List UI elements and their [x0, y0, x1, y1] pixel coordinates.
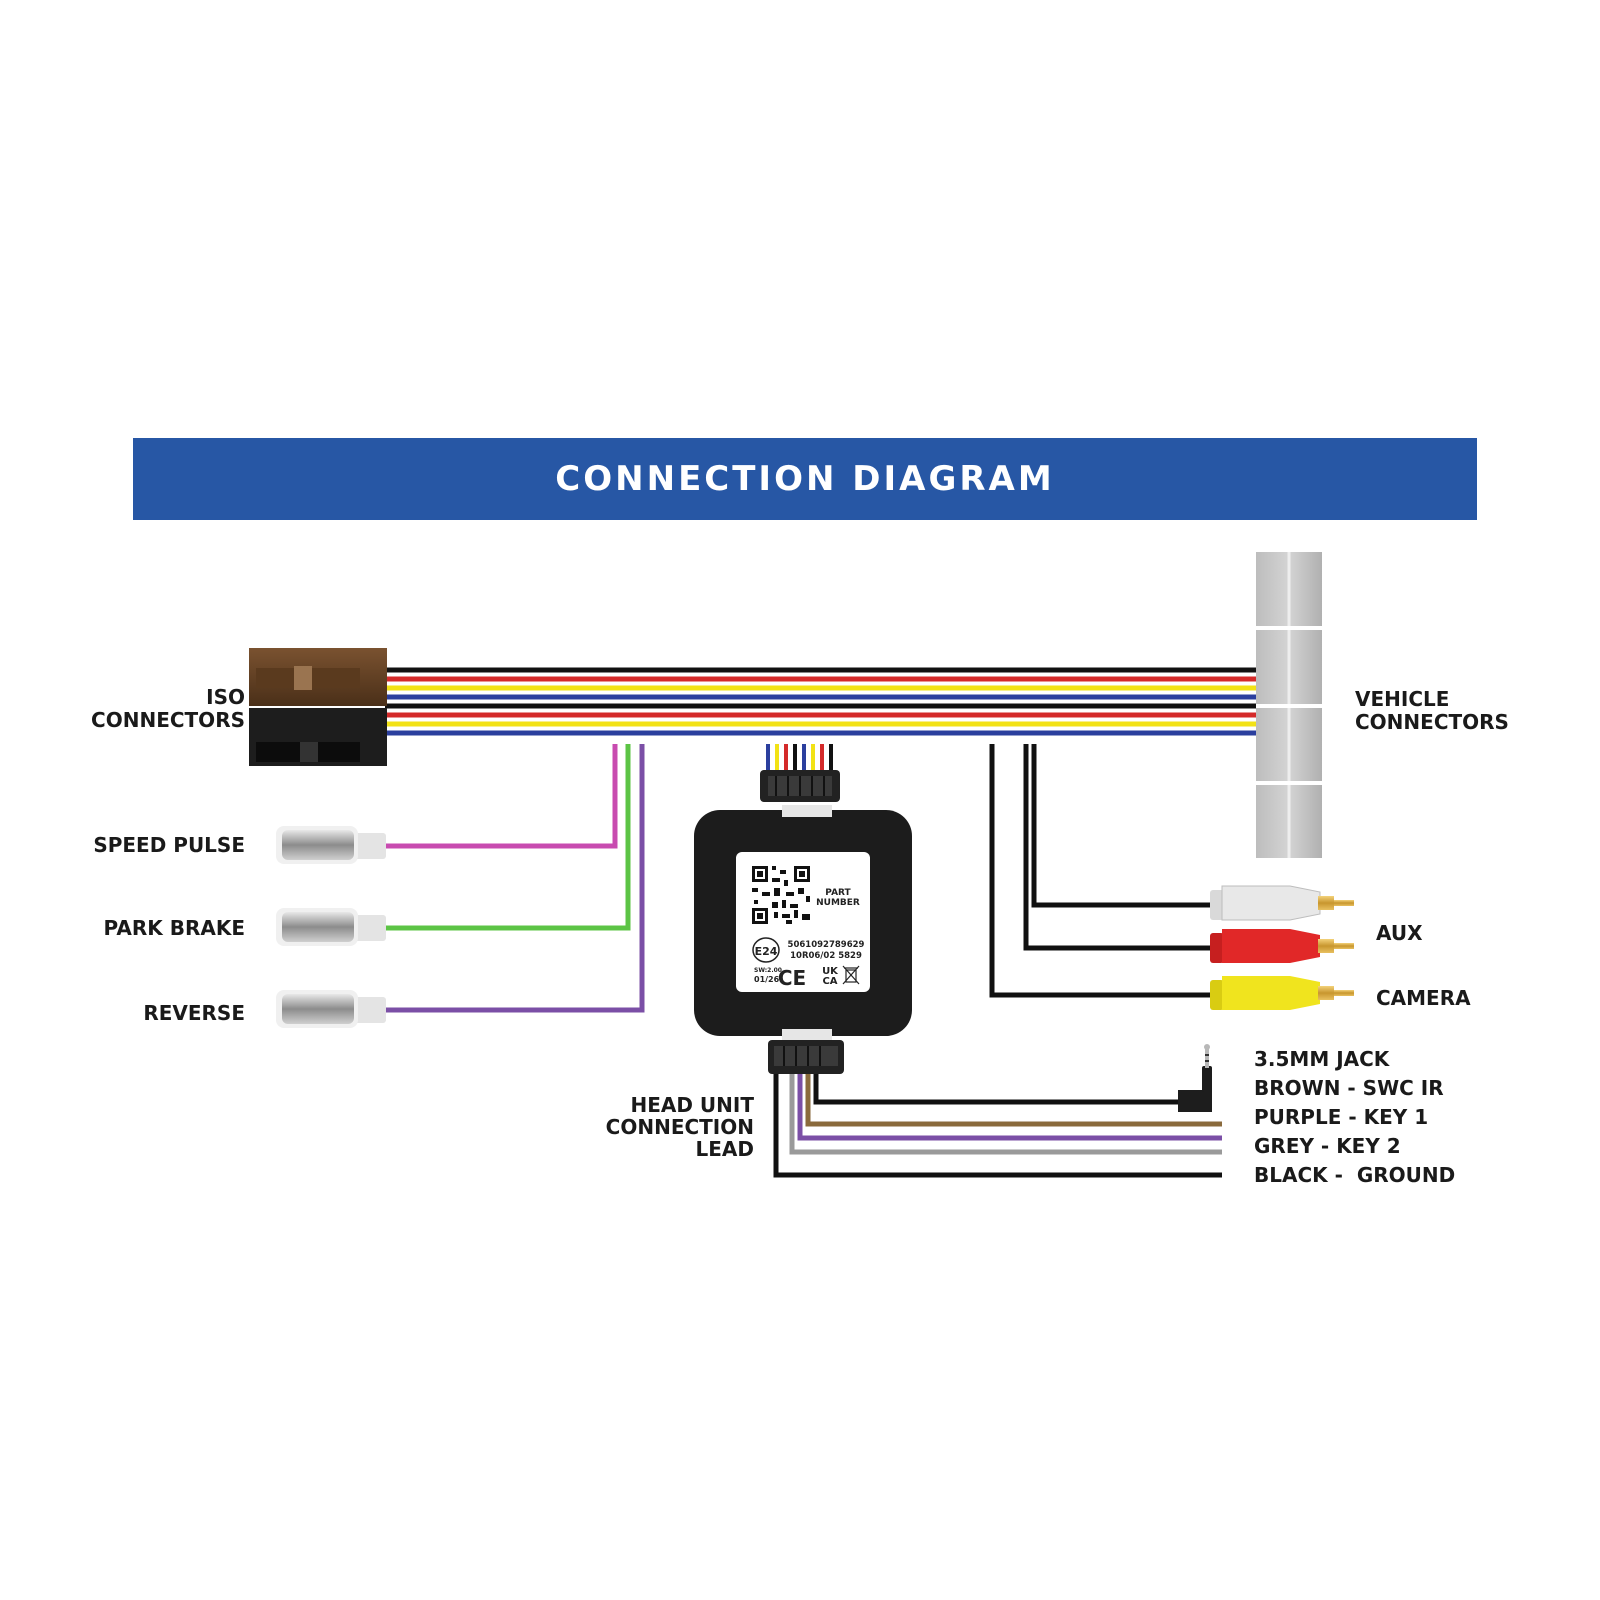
- module-top-plug: [760, 770, 840, 802]
- speed-pulse-label: SPEED PULSE: [93, 833, 245, 857]
- weee-bin-icon: [842, 965, 860, 985]
- jack-3-5mm-icon: [1178, 1044, 1212, 1112]
- software-version: SW:2.00: [754, 967, 782, 974]
- approval-number: 10R06/02 5829: [790, 951, 862, 961]
- camera-yellow-rca-plug: [1210, 976, 1354, 1010]
- ukca-mark-top: UK: [822, 966, 839, 977]
- aux-label: AUX: [1376, 921, 1423, 945]
- module-input-wires: [766, 744, 833, 772]
- legend-brown: BROWN - SWC IR: [1254, 1076, 1444, 1100]
- iso-connector-block: [249, 648, 387, 766]
- manufacture-date: 01/26: [754, 975, 780, 984]
- reverse-label: REVERSE: [143, 1001, 245, 1025]
- vehicle-connectors: [1256, 552, 1322, 858]
- module-bottom-plug: [768, 1040, 844, 1074]
- camera-label: CAMERA: [1376, 986, 1471, 1010]
- diagram-title: CONNECTION DIAGRAM: [555, 459, 1055, 499]
- e-mark-icon: E24: [752, 937, 780, 963]
- park-brake-label: PARK BRAKE: [103, 916, 245, 940]
- ukca-mark-bottom: CA: [822, 976, 837, 987]
- iso-connectors-label: ISO CONNECTORS: [91, 685, 245, 732]
- qr-code-icon: [752, 866, 810, 924]
- main-harness-wires: [385, 667, 1256, 736]
- legend-grey: GREY - KEY 2: [1254, 1134, 1401, 1158]
- aux-red-rca-plug: [1210, 929, 1354, 963]
- ce-mark-icon: CE: [778, 966, 806, 990]
- jack-wire-legend: 3.5MM JACK BROWN - SWC IR PURPLE - KEY 1…: [1254, 1045, 1455, 1190]
- part-label: PART: [825, 888, 851, 898]
- title-banner: CONNECTION DIAGRAM: [133, 438, 1477, 520]
- av-wires: [989, 744, 1214, 998]
- legend-black: BLACK - GROUND: [1254, 1163, 1456, 1187]
- interface-module: PART NUMBER E24 5061092789629 10R06/02 5…: [694, 805, 912, 1041]
- aux-white-rca-plug: [1210, 885, 1354, 921]
- sensor-branch-wires: [380, 744, 645, 1013]
- reverse-connector: [276, 990, 386, 1028]
- svg-text:E24: E24: [755, 945, 778, 958]
- speed-pulse-connector: [276, 826, 386, 864]
- number-label: NUMBER: [816, 898, 860, 908]
- head-unit-lead-label: HEAD UNIT CONNECTION LEAD: [605, 1093, 754, 1161]
- head-unit-lead-wires: [773, 1074, 1222, 1178]
- vehicle-connectors-label: VEHICLE CONNECTORS: [1355, 687, 1509, 734]
- legend-jack: 3.5MM JACK: [1254, 1047, 1390, 1071]
- park-brake-connector: [276, 908, 386, 946]
- barcode-number: 5061092789629: [788, 940, 865, 950]
- legend-purple: PURPLE - KEY 1: [1254, 1105, 1429, 1129]
